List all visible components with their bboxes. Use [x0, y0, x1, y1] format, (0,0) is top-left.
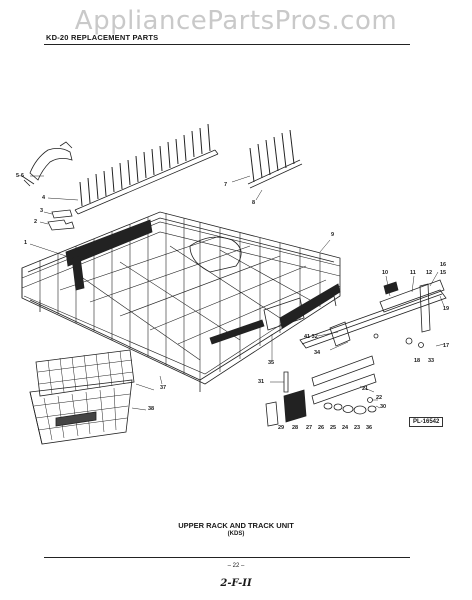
page-header-title: KD-20 REPLACEMENT PARTS [46, 33, 159, 42]
callout-label: 24 [342, 425, 349, 431]
diagram-caption-subtitle: (KDS) [227, 531, 245, 537]
callout-label: 37 [160, 385, 167, 391]
callout-label: 5-6 [16, 173, 24, 179]
callout-label: 11 [410, 270, 416, 276]
callout-label: 17 [443, 343, 450, 349]
part-small-clip-2 [47, 219, 75, 231]
callout-label: 28 [292, 425, 299, 431]
callout-label: 29 [278, 425, 285, 431]
callout-label: 19 [443, 306, 450, 312]
lower-rail-and-rollers [265, 355, 377, 427]
callout-label: 38 [148, 406, 155, 412]
callout-label: 9 [331, 232, 335, 238]
callout-label: 27 [306, 425, 313, 431]
callout-label: 31 [258, 379, 265, 385]
leader-lines [29, 175, 445, 411]
callout-label: 10 [382, 270, 389, 276]
callout-label: 25 [330, 425, 337, 431]
callout-label: 33 [428, 358, 435, 364]
callout-label: 15 [440, 270, 447, 276]
callout-label: 21 [362, 386, 369, 392]
watermark: AppliancePartsPros.com [74, 6, 398, 36]
cutlery-basket-drawing [29, 379, 133, 445]
callout-label: 18 [414, 358, 421, 364]
part-small-clip-3 [51, 209, 73, 219]
callout-label: 7 [224, 182, 228, 188]
upper-rack-drawing [21, 211, 341, 392]
part-list-reference: PL-16542 [409, 417, 444, 427]
callout-label: 1 [24, 240, 28, 246]
callout-label: 36 [366, 425, 373, 431]
callout-label: 23 [354, 425, 361, 431]
basket-lid-drawing [35, 349, 135, 397]
header-rule [44, 44, 410, 45]
diagram-caption-title: UPPER RACK AND TRACK UNIT [178, 521, 294, 530]
part-short-tine-row [247, 129, 303, 189]
callout-label: 34 [314, 350, 321, 356]
callout-label: 4 [42, 195, 46, 201]
callout-label: 8 [252, 200, 256, 206]
callout-label: 35 [268, 360, 275, 366]
callout-label: 12 [426, 270, 433, 276]
callout-label: 30 [380, 404, 387, 410]
part-long-tine-row [74, 123, 219, 215]
callout-label: 16 [440, 262, 447, 268]
page-number: – 22 – [227, 563, 245, 569]
callout-label: 3 [40, 208, 44, 214]
callout-label: 2 [34, 219, 38, 225]
footer-rule [44, 557, 410, 558]
callout-label: 26 [318, 425, 325, 431]
callout-label: 41 32 [304, 334, 318, 340]
handwritten-mark: 2-F-II [220, 578, 252, 589]
track-rail-assembly [263, 279, 447, 349]
part-clip-drawing [21, 141, 73, 187]
part-stopper-35 [283, 371, 289, 393]
callout-label: 22 [376, 395, 383, 401]
